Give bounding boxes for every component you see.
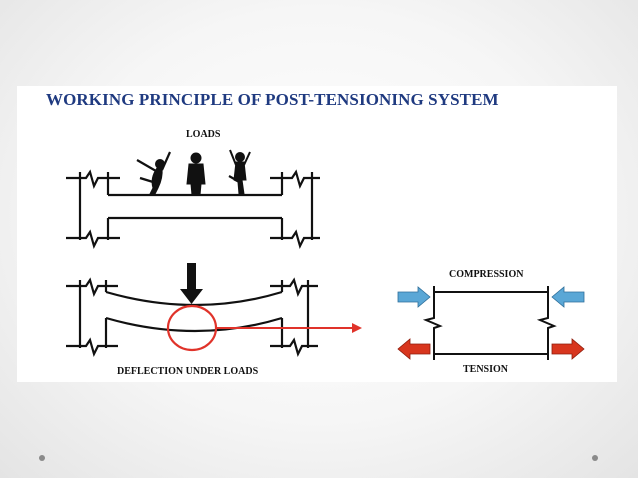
diagram-panel — [17, 86, 617, 382]
deflection-highlight-circle — [166, 304, 218, 352]
slide-title: WORKING PRINCIPLE OF POST-TENSIONING SYS… — [46, 90, 499, 109]
loads-figures — [136, 149, 251, 196]
slide-bullet-dot-left — [39, 455, 45, 461]
beam-section-detail — [422, 286, 557, 360]
dancer-icon — [228, 149, 251, 195]
deflection-label: DEFLECTION UNDER LOADS — [117, 366, 259, 377]
tension-arrow-icon — [397, 338, 431, 360]
undeflected-beam — [66, 169, 320, 250]
compression-arrow-icon — [551, 286, 585, 308]
standing-figure-icon — [186, 152, 206, 196]
tension-arrow-icon — [551, 338, 585, 360]
compression-label: COMPRESSION — [449, 269, 524, 280]
load-arrow-icon — [180, 263, 203, 304]
slide-bullet-dot-right — [592, 455, 598, 461]
zoom-connector-arrowhead — [352, 323, 362, 333]
loads-label: LOADS — [186, 129, 221, 140]
dancer-icon — [136, 151, 172, 195]
compression-arrow-icon — [397, 286, 431, 308]
tension-label: TENSION — [463, 364, 509, 375]
deflected-beam — [66, 277, 318, 358]
